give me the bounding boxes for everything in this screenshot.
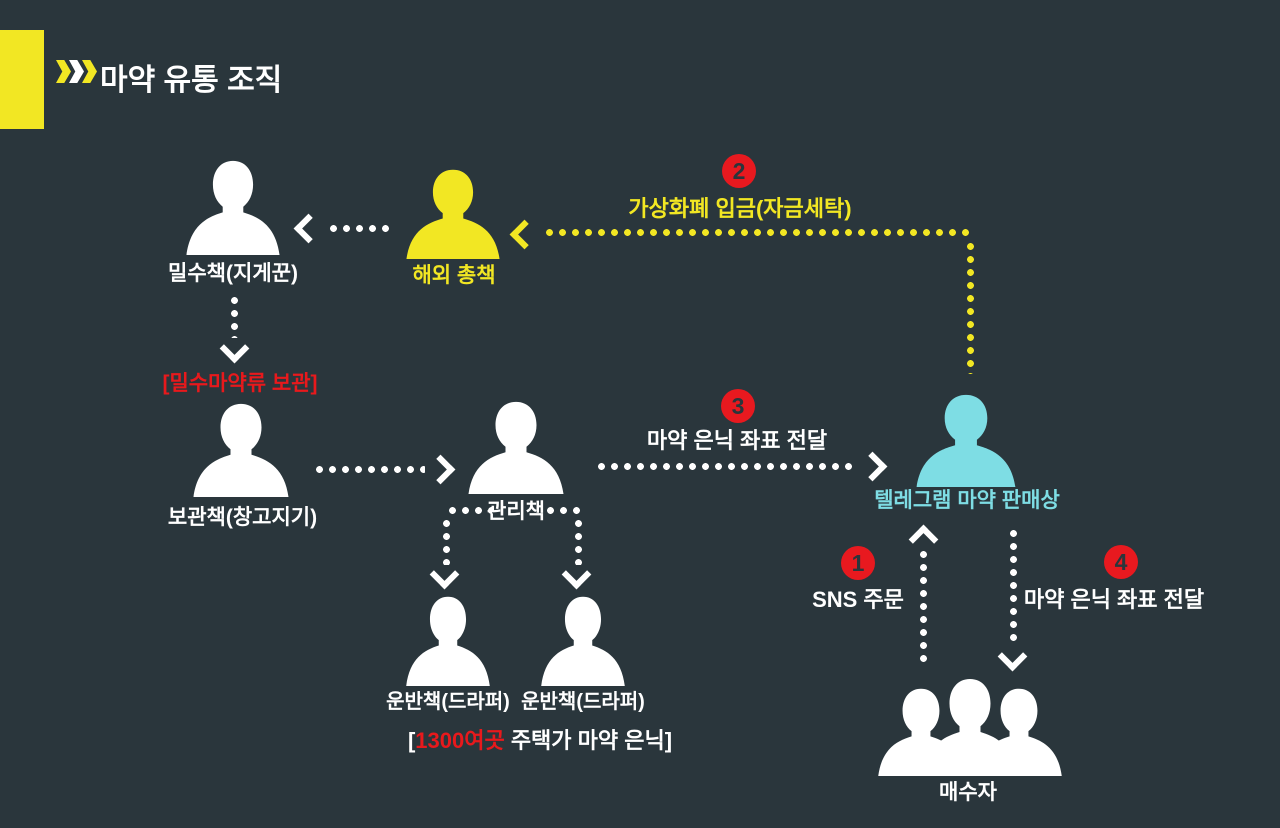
arrow-buyers-to-seller — [920, 548, 927, 664]
person-icon-overseas-boss — [406, 169, 500, 259]
storage-note: [밀수마약류 보관] — [162, 372, 318, 395]
person-icon-manager — [468, 401, 564, 494]
step-1-label: SNS 주문 — [812, 587, 904, 612]
carrier-2-label: 운반책(드라퍼) — [521, 691, 645, 713]
smuggler-label: 밀수책(지게꾼) — [168, 262, 298, 285]
stash-note-highlight: 1300여곳 — [415, 728, 505, 753]
arrow-manager-to-seller — [595, 463, 857, 470]
telegram-seller-label: 텔레그램 마약 판매상 — [874, 489, 1060, 512]
arrowhead-left-icon — [509, 219, 540, 250]
corner-accent-block — [0, 30, 44, 129]
buyers-label: 매수자 — [939, 781, 997, 804]
chevron-right-icon — [56, 60, 71, 83]
stash-note-rest: 주택가 마약 은닉] — [504, 728, 673, 753]
arrowhead-down-icon — [997, 641, 1028, 672]
step-1-badge: 1 — [841, 546, 875, 580]
person-icon-storage-keeper — [193, 403, 289, 497]
arrowhead-left-icon — [293, 213, 324, 244]
step-2-badge: 2 — [722, 154, 756, 188]
branch-left-vertical — [443, 517, 450, 565]
carrier-1-label: 운반책(드라퍼) — [386, 691, 510, 713]
step-4-badge: 4 — [1104, 545, 1138, 579]
page-title: 마약 유통 조직 — [100, 64, 283, 97]
arrow-storage-to-manager — [313, 466, 425, 473]
storage-keeper-label: 보관책(창고지기) — [167, 506, 318, 529]
chevron-right-icon — [69, 60, 84, 83]
arrowhead-right-icon — [425, 454, 456, 485]
step-3-label: 마약 은닉 좌표 전달 — [646, 428, 828, 453]
arrow-seller-to-boss-horizontal — [543, 229, 971, 236]
stash-note-open: [ — [407, 728, 416, 753]
arrow-boss-to-smuggler — [327, 225, 389, 232]
arrow-seller-to-boss-vertical — [967, 240, 974, 374]
title-chevrons — [56, 60, 97, 83]
arrowhead-down-icon — [561, 559, 592, 590]
chevron-right-icon — [82, 60, 97, 83]
stash-note: [1300여곳 주택가 마약 은닉] — [340, 728, 740, 753]
arrow-seller-to-buyers — [1010, 527, 1017, 645]
branch-left-horizontal — [446, 507, 492, 514]
person-icon-carrier-2 — [541, 596, 625, 686]
arrowhead-down-icon — [219, 333, 250, 364]
branch-right-vertical — [575, 517, 582, 565]
step-4-label: 마약 은닉 좌표 전달 — [1023, 587, 1205, 612]
step-2-label: 가상화폐 입금(자금세탁) — [628, 196, 852, 221]
people-group-icon-buyers — [878, 679, 1062, 776]
manager-label: 관리책 — [487, 500, 545, 523]
arrowhead-right-icon — [857, 451, 888, 482]
arrow-smuggler-down — [231, 294, 238, 338]
branch-right-horizontal — [544, 507, 586, 514]
person-icon-carrier-1 — [406, 596, 490, 686]
arrowhead-down-icon — [429, 559, 460, 590]
overseas-boss-label: 해외 총책 — [412, 264, 496, 287]
person-icon-smuggler — [186, 160, 280, 255]
step-3-badge: 3 — [721, 389, 755, 423]
person-icon-telegram-seller — [916, 394, 1016, 487]
